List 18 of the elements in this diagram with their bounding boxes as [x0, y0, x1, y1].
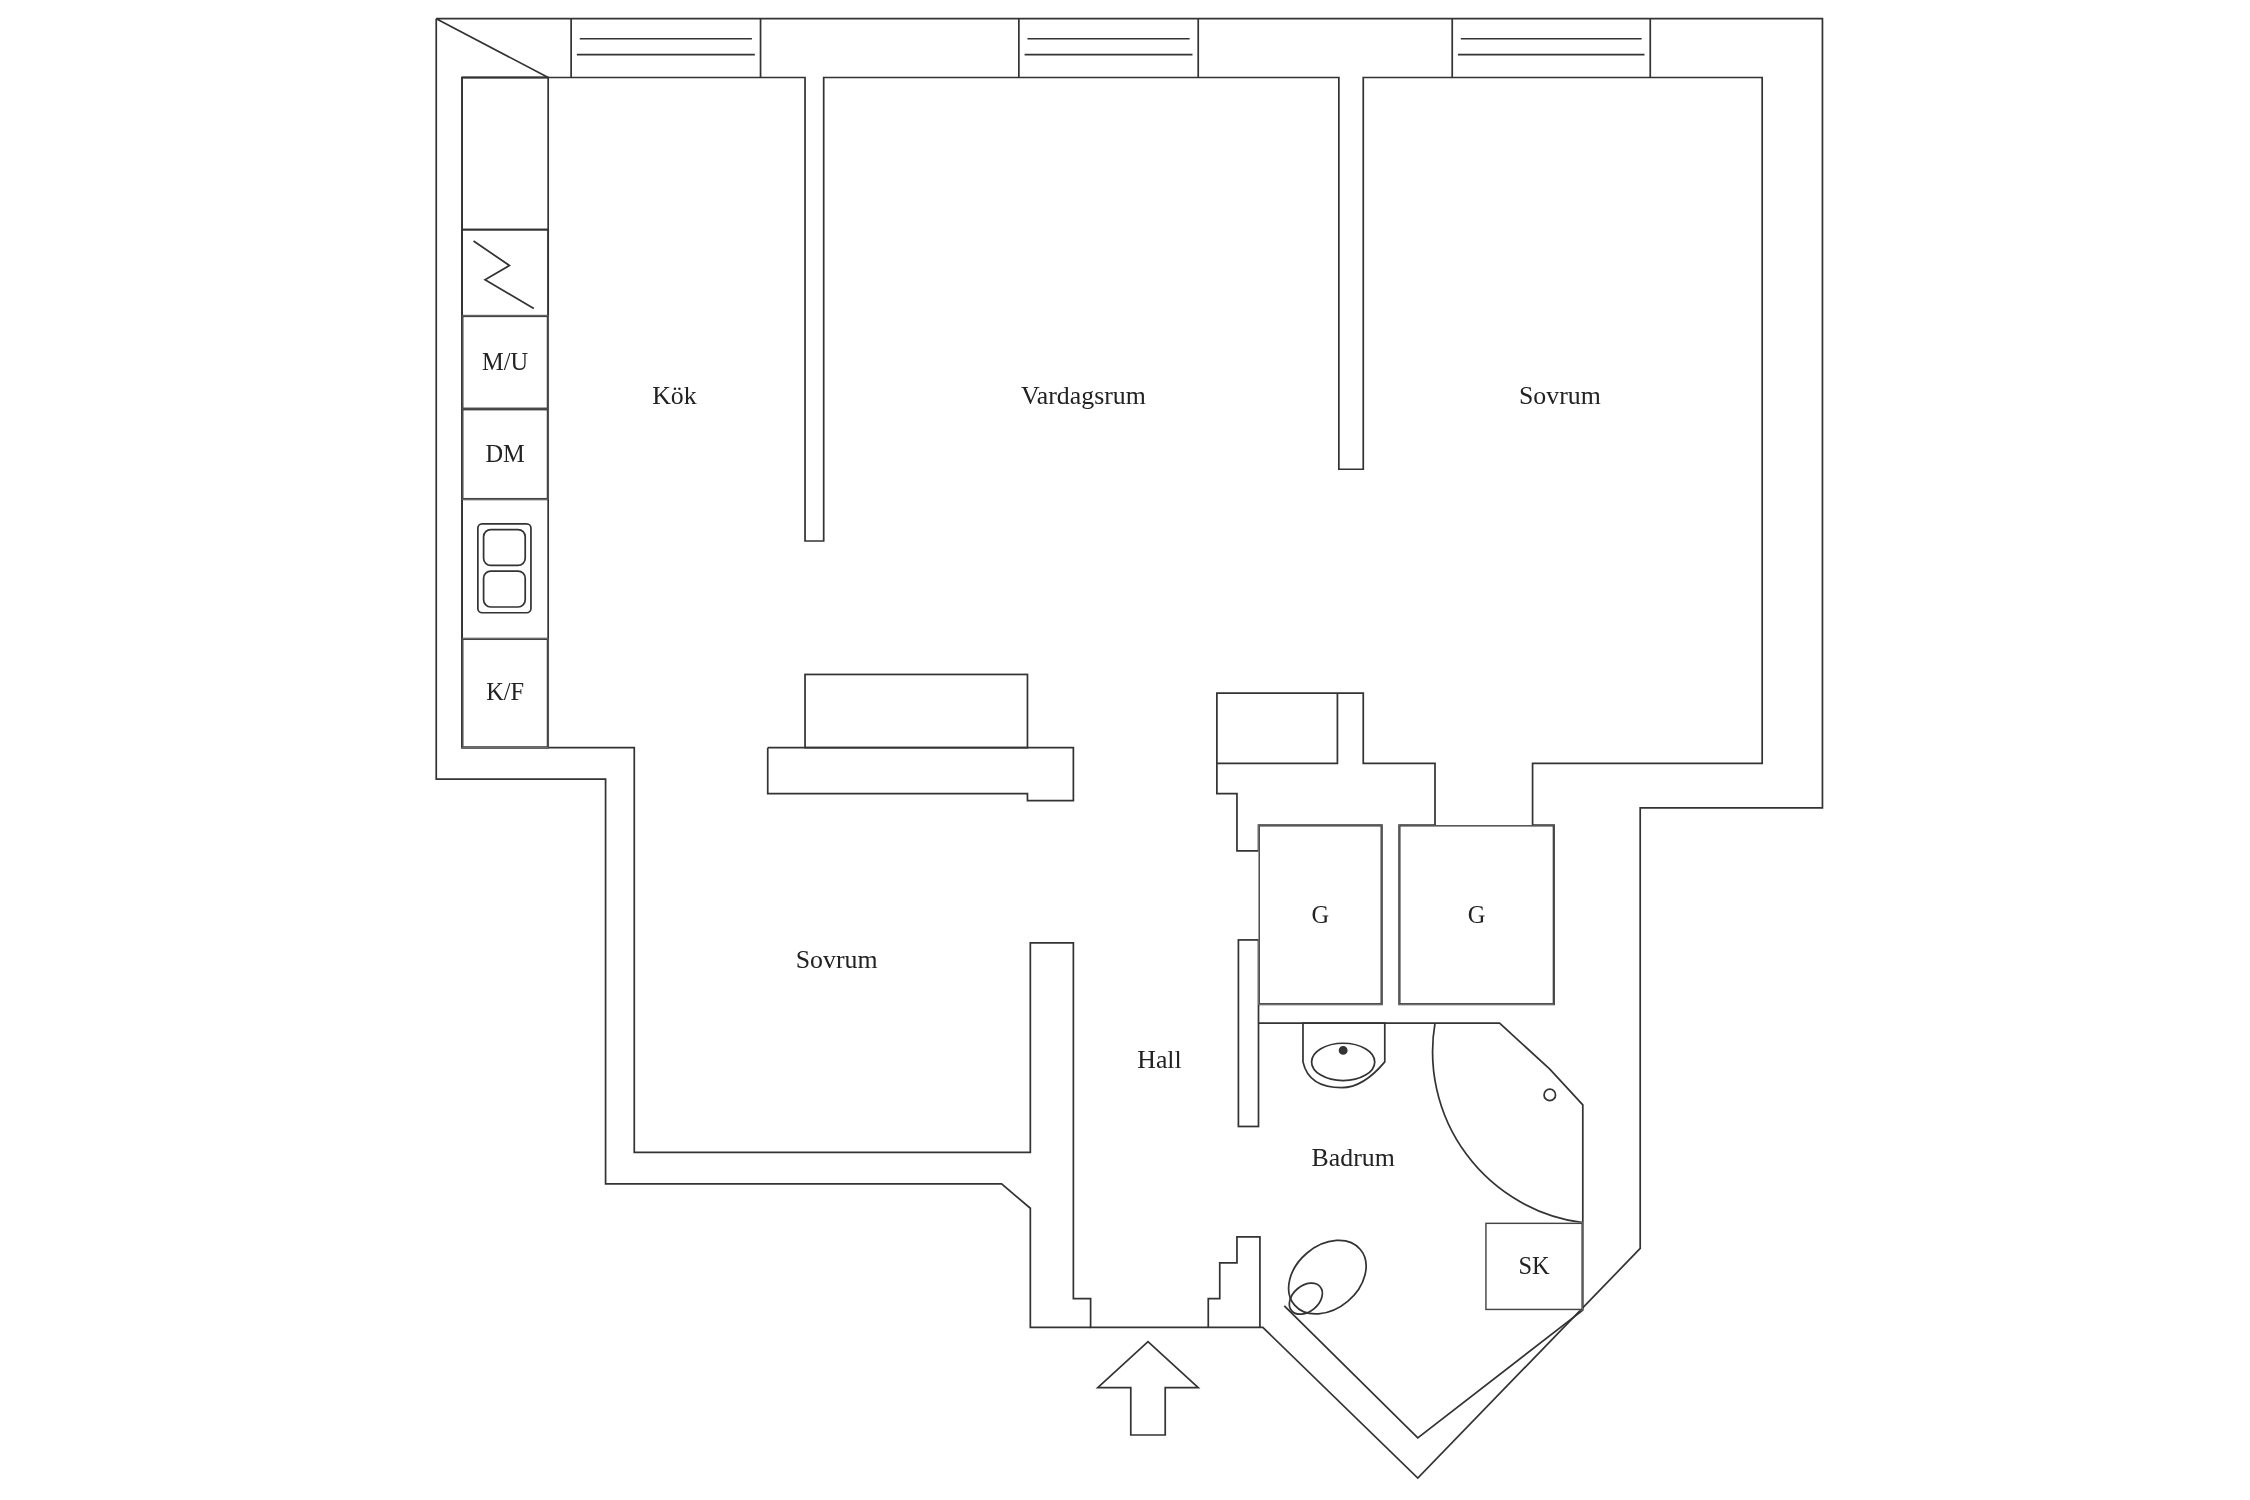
room-label: Sovrum: [1518, 381, 1601, 412]
closet: [1399, 825, 1555, 1005]
storage-cabinet: [1485, 1222, 1583, 1311]
room-label: Badrum: [1311, 1143, 1395, 1174]
appliance-cell: [462, 638, 549, 748]
cell-label: K/F: [486, 678, 525, 708]
cell-label: SK: [1518, 1252, 1550, 1281]
cell-label: G: [1467, 900, 1486, 930]
closet: [1258, 825, 1382, 1005]
appliance-cell: [462, 315, 549, 409]
room-label: Kök: [652, 381, 697, 412]
room-label: Sovrum: [795, 944, 878, 976]
cell-label: M/U: [482, 348, 529, 377]
cell-label: DM: [485, 439, 525, 469]
appliance-cell: [462, 408, 549, 500]
cell-label: G: [1311, 900, 1329, 930]
room-label: Vardagsrum: [1021, 381, 1146, 412]
room-label: Hall: [1137, 1045, 1182, 1076]
